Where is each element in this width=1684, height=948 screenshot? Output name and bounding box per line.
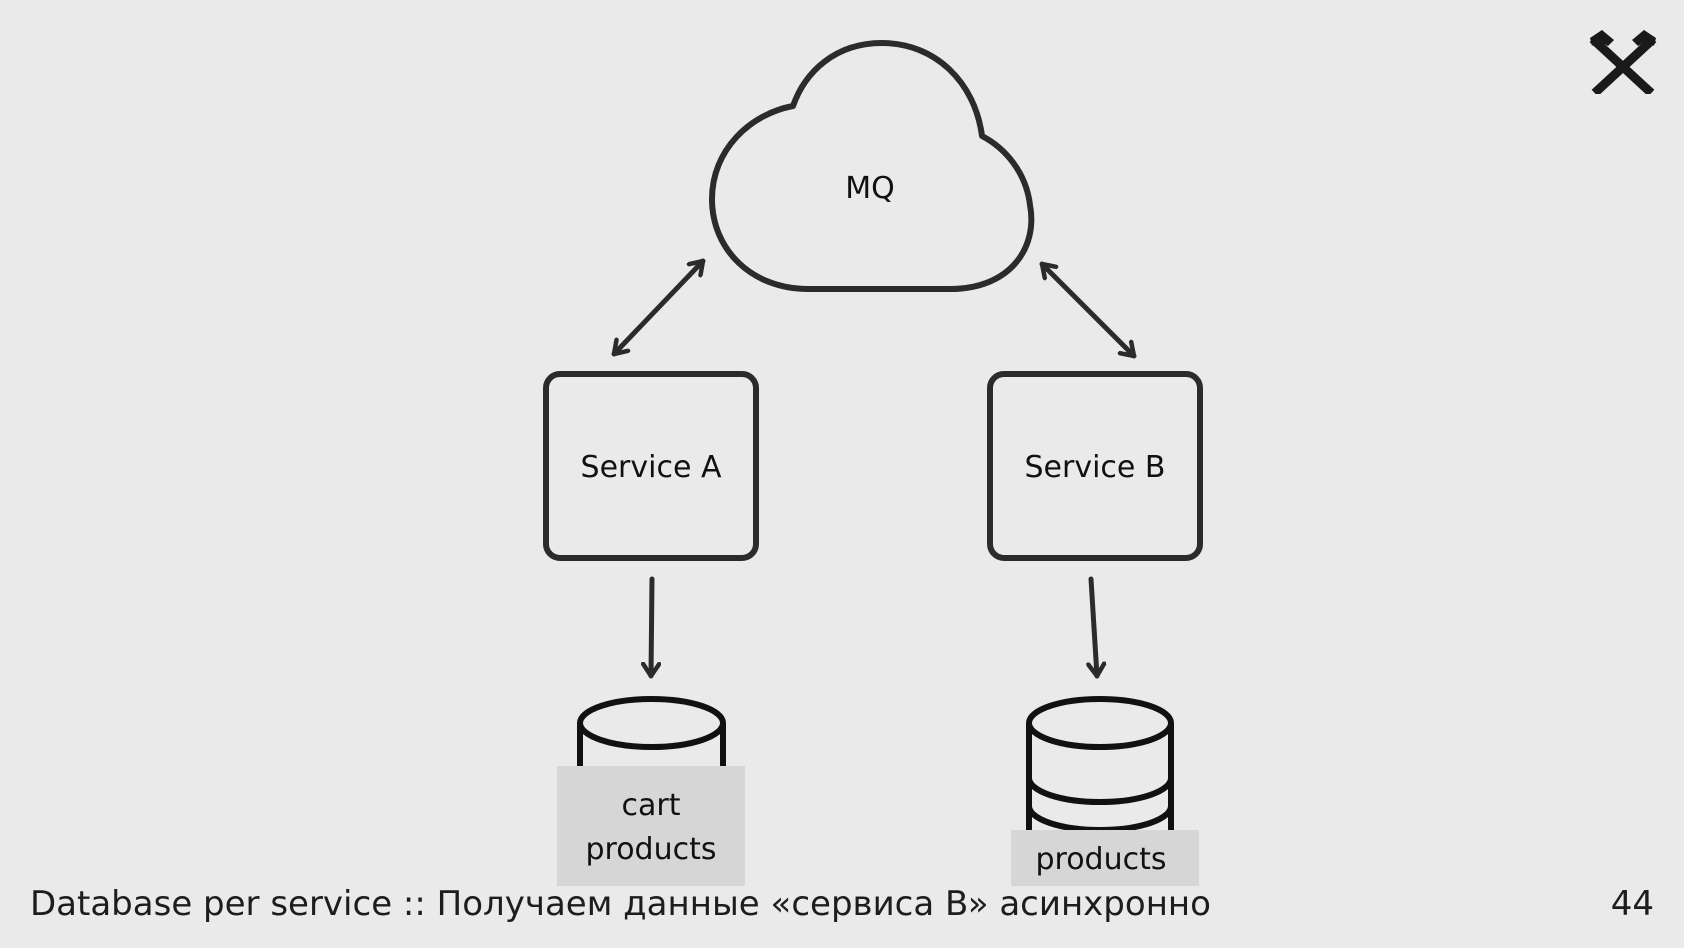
arrow-cloud-service-a <box>611 258 706 357</box>
mq-cloud: MQ <box>709 40 1035 292</box>
db-a-label-box: cart products <box>557 766 745 886</box>
mq-label: MQ <box>845 171 895 206</box>
db-a-cylinder-icon <box>577 696 726 770</box>
page-number: 44 <box>1610 884 1654 924</box>
db-b-label-box: products <box>1011 830 1199 886</box>
service-a-label: Service A <box>581 450 722 485</box>
db-a-label-line2: products <box>585 832 716 867</box>
arrow-service-b-db <box>1091 576 1097 679</box>
service-b-label: Service B <box>1025 450 1166 485</box>
db-b-stack-icon <box>1026 696 1174 833</box>
slide-caption: Database per service :: Получаем данные … <box>30 884 1211 924</box>
db-b-label: products <box>1035 842 1166 877</box>
cloud-outline <box>709 40 1035 292</box>
arrow-service-a-db <box>651 576 652 679</box>
service-a-box: Service A <box>543 371 759 561</box>
arrow-cloud-service-b <box>1039 261 1137 359</box>
service-b-box: Service B <box>987 371 1203 561</box>
crossed-hammers-icon <box>1589 30 1657 94</box>
db-a-label-line1: cart <box>622 788 681 823</box>
